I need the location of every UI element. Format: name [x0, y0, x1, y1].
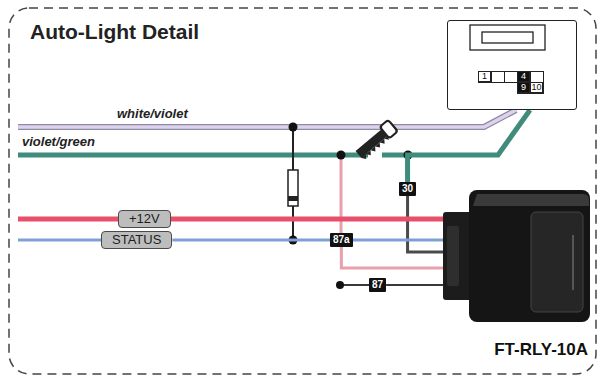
wire-tag: 87 — [369, 278, 386, 292]
wire-tag: STATUS — [101, 231, 172, 249]
wire-tag: 30 — [399, 182, 416, 196]
wire-name: 30 — [402, 183, 413, 195]
diode-symbol — [288, 170, 298, 206]
wire-tag: 87a — [330, 233, 353, 247]
connector-outline — [447, 20, 577, 110]
relay-body — [443, 190, 590, 322]
wire-color-label: violet/green — [22, 134, 95, 149]
wire-connector-line — [341, 247, 443, 268]
pin-number: 1 — [478, 71, 491, 82]
pin-number: 10 — [530, 82, 543, 93]
wire-connector-line — [171, 217, 443, 222]
wire-name: 87a — [333, 234, 350, 246]
white-violet-wire — [18, 110, 516, 127]
violet-green-wire — [18, 153, 368, 158]
relay-module: FT-RLY-10A — [443, 190, 590, 322]
wire-connector-line — [408, 196, 443, 252]
white-violet-wire — [18, 110, 516, 127]
wire-connector: 1 4910 — [447, 20, 577, 110]
detail-frame — [9, 8, 596, 374]
wire-connector-line — [172, 239, 443, 242]
wire-name: STATUS — [112, 232, 161, 248]
relay-87-wire — [340, 284, 372, 286]
junction-dots — [289, 123, 413, 290]
part-number: FT-RLY-10A — [494, 340, 588, 360]
diagram-title: Auto-Light Detail — [30, 20, 199, 44]
wire-name: 87 — [372, 279, 383, 291]
wire-tag: +12V — [118, 210, 171, 228]
cut-saw-icon — [354, 120, 399, 161]
diode-band — [288, 196, 298, 201]
relay-87a-wire — [340, 155, 343, 236]
wire-connector-line — [408, 110, 530, 182]
wire-connector-line — [386, 284, 443, 286]
wire-name: +12V — [129, 211, 160, 227]
pin-number: 4 — [517, 71, 530, 82]
pin-number: 9 — [517, 82, 530, 93]
wire-color-label: white/violet — [117, 106, 188, 121]
